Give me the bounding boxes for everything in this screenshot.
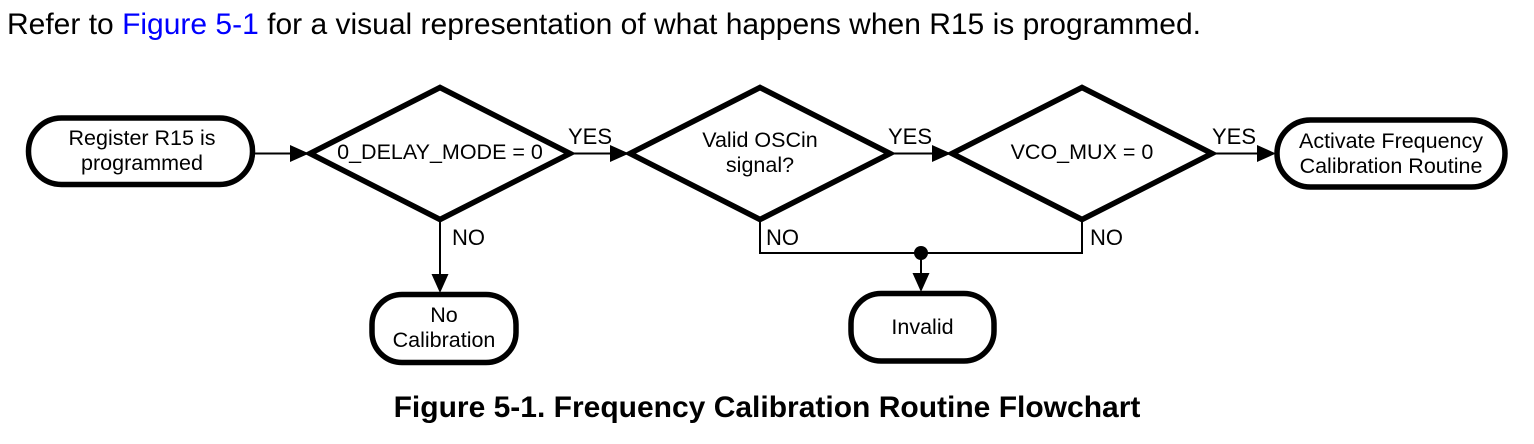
intro-text-prefix: Refer to (7, 8, 123, 41)
invalid-terminator-shape (848, 290, 997, 364)
decision3-diamond-shape (945, 84, 1219, 223)
arrowhead-right-icon (290, 145, 309, 162)
decision1-diamond-shape (303, 84, 577, 223)
connector-decision2-no (759, 221, 918, 254)
edge-label-yes-2: YES (888, 124, 933, 149)
intro-text: Refer to Figure 5-1 for a visual represe… (7, 6, 1201, 44)
intro-text-suffix: for a visual representation of what happ… (258, 8, 1201, 41)
edge-label-no-2: NO (766, 225, 799, 250)
decision2-label: Valid OSCin signal? (702, 127, 818, 177)
decision2-diamond-shape (623, 84, 897, 223)
edge-label-no-3: NO (1090, 225, 1123, 250)
arrowhead-down-icon (912, 273, 930, 292)
arrowhead-right-icon (610, 145, 629, 162)
activate-node-label: Activate Frequency Calibration Routine (1298, 128, 1484, 178)
connector-decision3-no (924, 221, 1083, 254)
invalid-node-label: Invalid (891, 314, 954, 339)
figure-5-1-link[interactable]: Figure 5-1 (122, 8, 259, 41)
decision1-label: 0_DELAY_MODE = 0 (337, 140, 543, 164)
decision3-label: VCO_MUX = 0 (1010, 140, 1154, 164)
edge-label-no-1: NO (452, 225, 485, 250)
start-node-label: Register R15 is programmed (68, 126, 216, 175)
arrowhead-right-icon (932, 145, 951, 162)
no-calibration-node-label: No Calibration (392, 303, 496, 352)
no-calibration-terminator-shape (369, 291, 519, 366)
edge-label-yes-1: YES (568, 124, 613, 149)
arrowhead-down-icon (431, 274, 449, 293)
arrowhead-right-icon (1257, 145, 1276, 162)
activate-terminator-shape (1274, 117, 1508, 190)
figure-caption: Figure 5-1. Frequency Calibration Routin… (393, 391, 1141, 424)
edge-label-yes-3: YES (1212, 124, 1257, 149)
start-terminator-shape (25, 115, 256, 188)
